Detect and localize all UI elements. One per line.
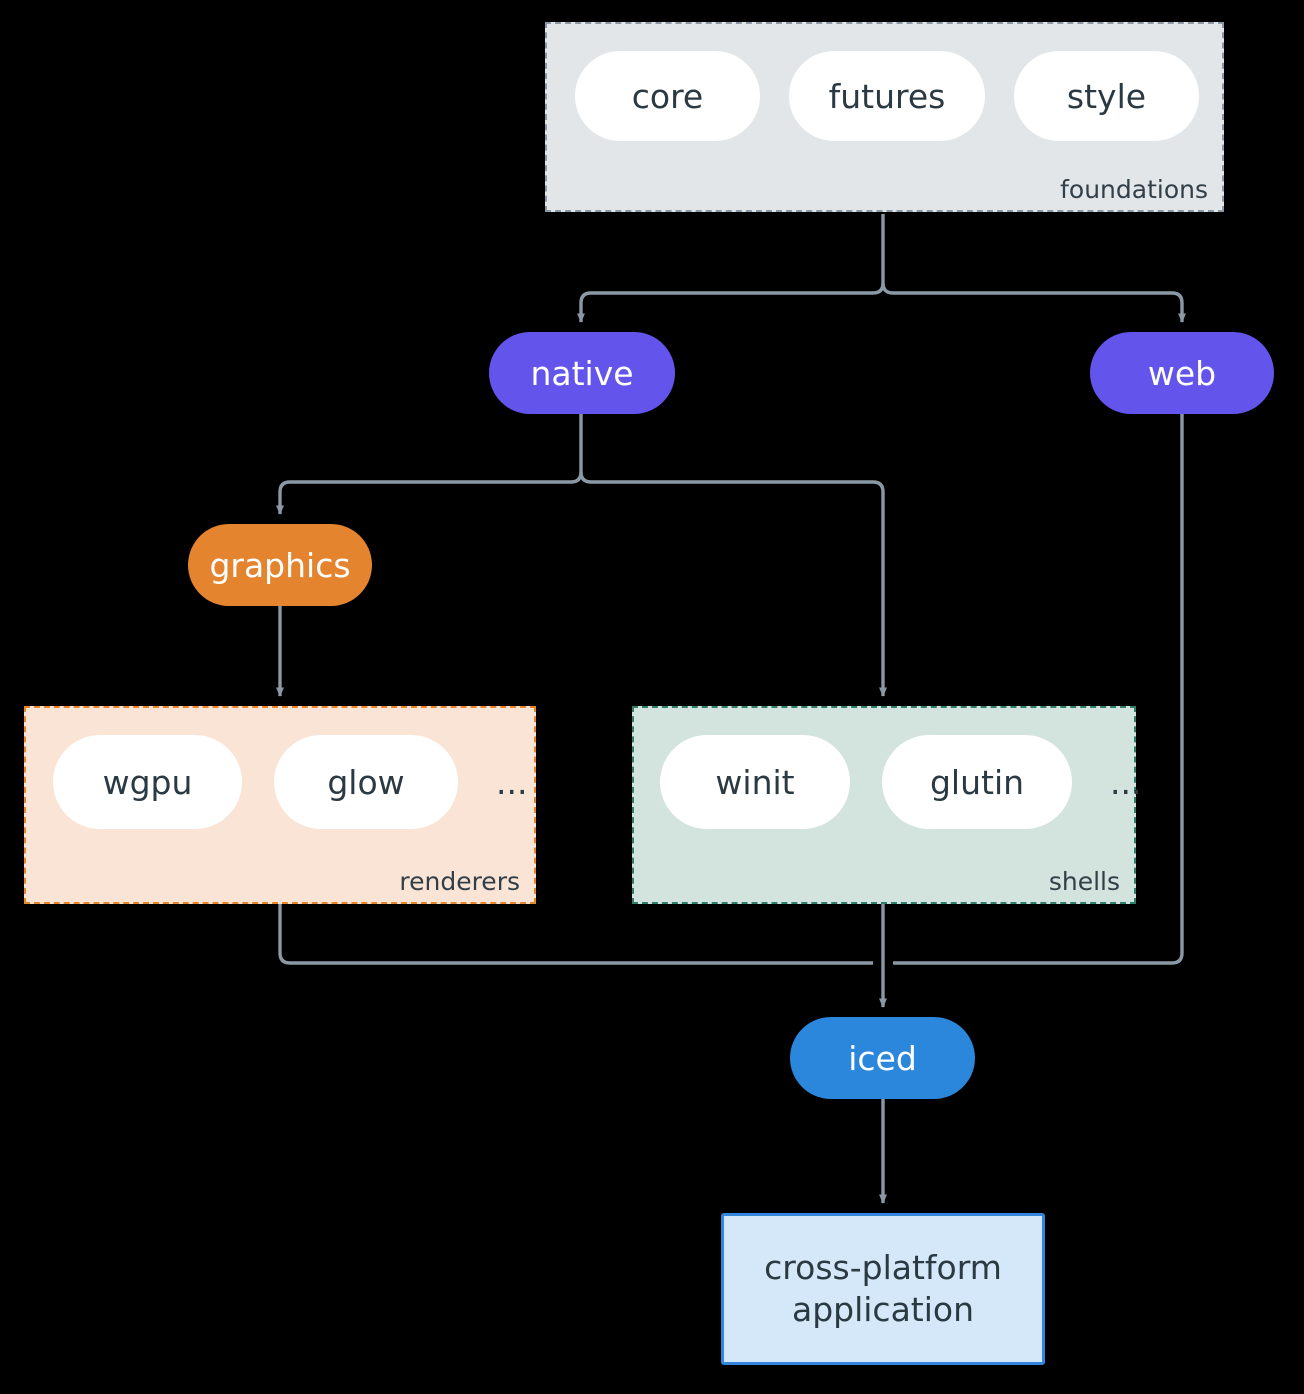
edge-foundations-to-web [881, 282, 1186, 323]
edge-renderers-to-iced [278, 904, 873, 965]
node-native[interactable]: native [489, 332, 675, 414]
edge-native-to-graphics [276, 414, 583, 515]
renderers-overflow-ellipsis: ... [496, 762, 528, 802]
node-glow[interactable]: glow [274, 735, 458, 829]
cluster-foundations: core futures style foundations [545, 22, 1224, 212]
cluster-shells: winit glutin ... shells [632, 706, 1141, 904]
node-style[interactable]: style [1014, 51, 1199, 141]
shells-overflow-ellipsis: ... [1110, 762, 1142, 802]
node-glutin[interactable]: glutin [882, 735, 1072, 829]
cluster-renderers: wgpu glow ... renderers [24, 706, 536, 904]
application-label-line-1: cross-platform [764, 1247, 1002, 1287]
node-cross-platform-application[interactable]: cross-platform application [721, 1213, 1045, 1365]
cluster-renderers-label: renderers [399, 867, 520, 896]
node-winit[interactable]: winit [660, 735, 850, 829]
node-futures[interactable]: futures [789, 51, 985, 141]
node-core[interactable]: core [575, 51, 760, 141]
edge-native-to-shells [579, 471, 887, 697]
node-web[interactable]: web [1090, 332, 1274, 414]
cluster-renderers-items: wgpu glow ... [53, 735, 533, 829]
application-label-line-2: application [791, 1290, 975, 1329]
cluster-foundations-items: core futures style [575, 51, 1199, 141]
node-iced[interactable]: iced [790, 1017, 975, 1099]
cluster-shells-items: winit glutin ... [660, 735, 1147, 829]
node-graphics[interactable]: graphics [188, 524, 372, 606]
node-wgpu[interactable]: wgpu [53, 735, 242, 829]
cluster-shells-label: shells [1048, 867, 1120, 896]
cluster-foundations-label: foundations [1060, 175, 1208, 204]
edge-foundations-to-native [577, 214, 885, 323]
